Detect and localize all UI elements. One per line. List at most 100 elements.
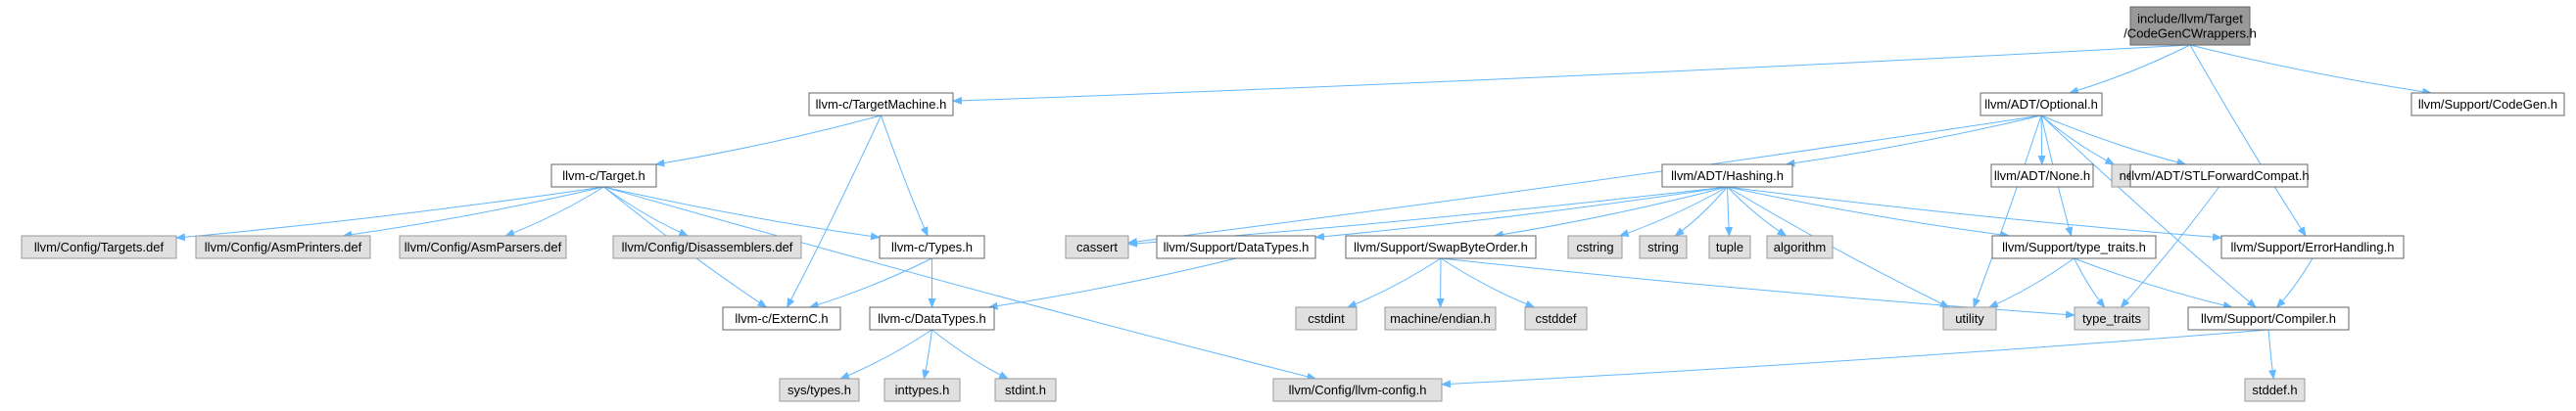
- node-opt[interactable]: llvm/ADT/Optional.h: [1980, 92, 2103, 116]
- node-label: llvm/Config/AsmParsers.def: [405, 240, 562, 254]
- edge-opt-to-hashing: [1785, 114, 2042, 167]
- edge-swap-to-cstdint: [1346, 257, 1442, 308]
- edge-hashing-to-string: [1674, 186, 1728, 237]
- node-types[interactable]: llvm-c/Types.h: [879, 235, 985, 259]
- node-label: include/llvm/Target: [2137, 12, 2243, 26]
- node-asmparsers[interactable]: llvm/Config/AsmParsers.def: [399, 235, 567, 259]
- node-tuple[interactable]: tuple: [1708, 235, 1751, 259]
- node-none[interactable]: llvm/ADT/None.h: [1990, 163, 2094, 188]
- node-label: llvm-c/ExternC.h: [735, 311, 828, 326]
- node-box: [1942, 306, 1997, 331]
- edge-opt-to-utility: [1973, 114, 2042, 308]
- edge-hashing-to-algorithm: [1727, 186, 1788, 237]
- node-swap[interactable]: llvm/Support/SwapByteOrder.h: [1345, 235, 1537, 259]
- node-box: [612, 235, 802, 259]
- node-box: [21, 235, 177, 259]
- node-label: inttypes.h: [895, 383, 950, 397]
- node-stdint[interactable]: stdint.h: [994, 378, 1057, 402]
- node-stddef[interactable]: stddef.h: [2244, 378, 2306, 402]
- edge-target-to-disasm: [603, 186, 690, 237]
- edge-root-to-errorh: [2189, 44, 2307, 237]
- node-codegen[interactable]: llvm/Support/CodeGen.h: [2410, 92, 2565, 116]
- node-targetsdef[interactable]: llvm/Config/Targets.def: [21, 235, 177, 259]
- node-box: [1524, 306, 1588, 331]
- node-target[interactable]: llvm-c/Target.h: [550, 163, 657, 188]
- node-label: string: [1647, 240, 1679, 254]
- edge-swap-to-cstddef: [1440, 257, 1536, 308]
- node-box: [399, 235, 567, 259]
- node-box: [1065, 235, 1129, 259]
- node-label: llvm/Config/llvm-config.h: [1289, 383, 1427, 397]
- node-label: stdint.h: [1005, 383, 1046, 397]
- node-cassert[interactable]: cassert: [1065, 235, 1129, 259]
- node-box: [1639, 235, 1688, 259]
- node-box: [869, 306, 995, 331]
- node-typetraits[interactable]: llvm/Support/type_traits.h: [1991, 235, 2157, 259]
- edge-hashing-to-datatypes: [1314, 186, 1728, 241]
- node-stlfwd[interactable]: llvm/ADT/STLForwardCompat.h: [2128, 163, 2310, 188]
- node-systypes[interactable]: sys/types.h: [779, 378, 860, 402]
- node-label: llvm-c/Types.h: [891, 240, 973, 254]
- node-disasm[interactable]: llvm/Config/Disassemblers.def: [612, 235, 802, 259]
- edge-target-to-asmprinters: [342, 186, 604, 239]
- edge-hashing-to-errorh: [1727, 186, 2222, 242]
- node-asmprinters[interactable]: llvm/Config/AsmPrinters.def: [195, 235, 371, 259]
- node-label: llvm/Support/Compiler.h: [2201, 311, 2336, 326]
- node-label: cstring: [1576, 240, 1613, 254]
- node-label: type_traits: [2082, 311, 2141, 326]
- node-box: [1567, 235, 1623, 259]
- node-endian[interactable]: machine/endian.h: [1384, 306, 1497, 331]
- edge-compiler-to-stddef: [2267, 329, 2277, 380]
- edge-root-to-opt: [2068, 44, 2191, 95]
- node-cstring[interactable]: cstring: [1567, 235, 1623, 259]
- node-cstddef[interactable]: cstddef: [1524, 306, 1588, 331]
- node-tm[interactable]: llvm-c/TargetMachine.h: [808, 92, 954, 116]
- node-label: /CodeGenCWrappers.h: [2123, 26, 2257, 41]
- edge-tm-to-types: [881, 114, 929, 237]
- node-label: llvm/Support/SwapByteOrder.h: [1354, 240, 1528, 254]
- node-inttypes[interactable]: inttypes.h: [883, 378, 961, 402]
- node-box: [1990, 163, 2094, 188]
- node-compiler[interactable]: llvm/Support/Compiler.h: [2187, 306, 2350, 331]
- edge-tm-to-externc: [787, 114, 882, 308]
- node-cstdint[interactable]: cstdint: [1295, 306, 1358, 331]
- edge-opt-to-new: [2040, 114, 2116, 165]
- node-string[interactable]: string: [1639, 235, 1688, 259]
- edge-hashing-to-utility: [1727, 186, 1950, 308]
- node-hashing[interactable]: llvm/ADT/Hashing.h: [1661, 163, 1793, 188]
- node-errorh[interactable]: llvm/Support/ErrorHandling.h: [2220, 235, 2405, 259]
- node-label: sys/types.h: [787, 383, 851, 397]
- node-label: llvm/Support/ErrorHandling.h: [2231, 240, 2395, 254]
- edge-hashing-to-tuple: [1725, 186, 1734, 237]
- node-utility[interactable]: utility: [1942, 306, 1997, 331]
- node-stdtypetraits[interactable]: type_traits: [2074, 306, 2150, 331]
- node-box: [2187, 306, 2350, 331]
- node-box: [1295, 306, 1358, 331]
- node-label: cassert: [1076, 240, 1118, 254]
- edge-typetraits-to-utility: [1987, 257, 2075, 308]
- node-externc[interactable]: llvm-c/ExternC.h: [722, 306, 841, 331]
- node-box: [1384, 306, 1497, 331]
- node-box: [994, 378, 1057, 402]
- edge-datatypes-to-cdatatypes: [987, 257, 1237, 310]
- node-box: [1272, 378, 1443, 402]
- edge-opt-to-cassert: [1127, 114, 2042, 246]
- edge-compiler-to-llvmconfig: [1441, 329, 2269, 388]
- node-root[interactable]: include/llvm/Target/CodeGenCWrappers.h: [2123, 6, 2257, 46]
- node-box: [2244, 378, 2306, 402]
- edge-types-to-externc: [808, 257, 932, 309]
- edge-root-to-codegen: [2189, 44, 2433, 96]
- node-cdatatypes[interactable]: llvm-c/DataTypes.h: [869, 306, 995, 331]
- node-label: llvm-c/DataTypes.h: [878, 311, 986, 326]
- node-box: [195, 235, 371, 259]
- node-algorithm[interactable]: algorithm: [1766, 235, 1834, 259]
- node-box: [2074, 306, 2150, 331]
- node-label: llvm/ADT/Hashing.h: [1671, 168, 1784, 183]
- node-label: llvm/Config/Disassemblers.def: [622, 240, 793, 254]
- node-label: cstdint: [1308, 311, 1345, 326]
- edge-target-to-llvmconfig: [603, 186, 1317, 381]
- node-box: [883, 378, 961, 402]
- node-llvmconfig[interactable]: llvm/Config/llvm-config.h: [1272, 378, 1443, 402]
- node-label: llvm/Support/DataTypes.h: [1164, 240, 1310, 254]
- node-datatypes[interactable]: llvm/Support/DataTypes.h: [1156, 235, 1316, 259]
